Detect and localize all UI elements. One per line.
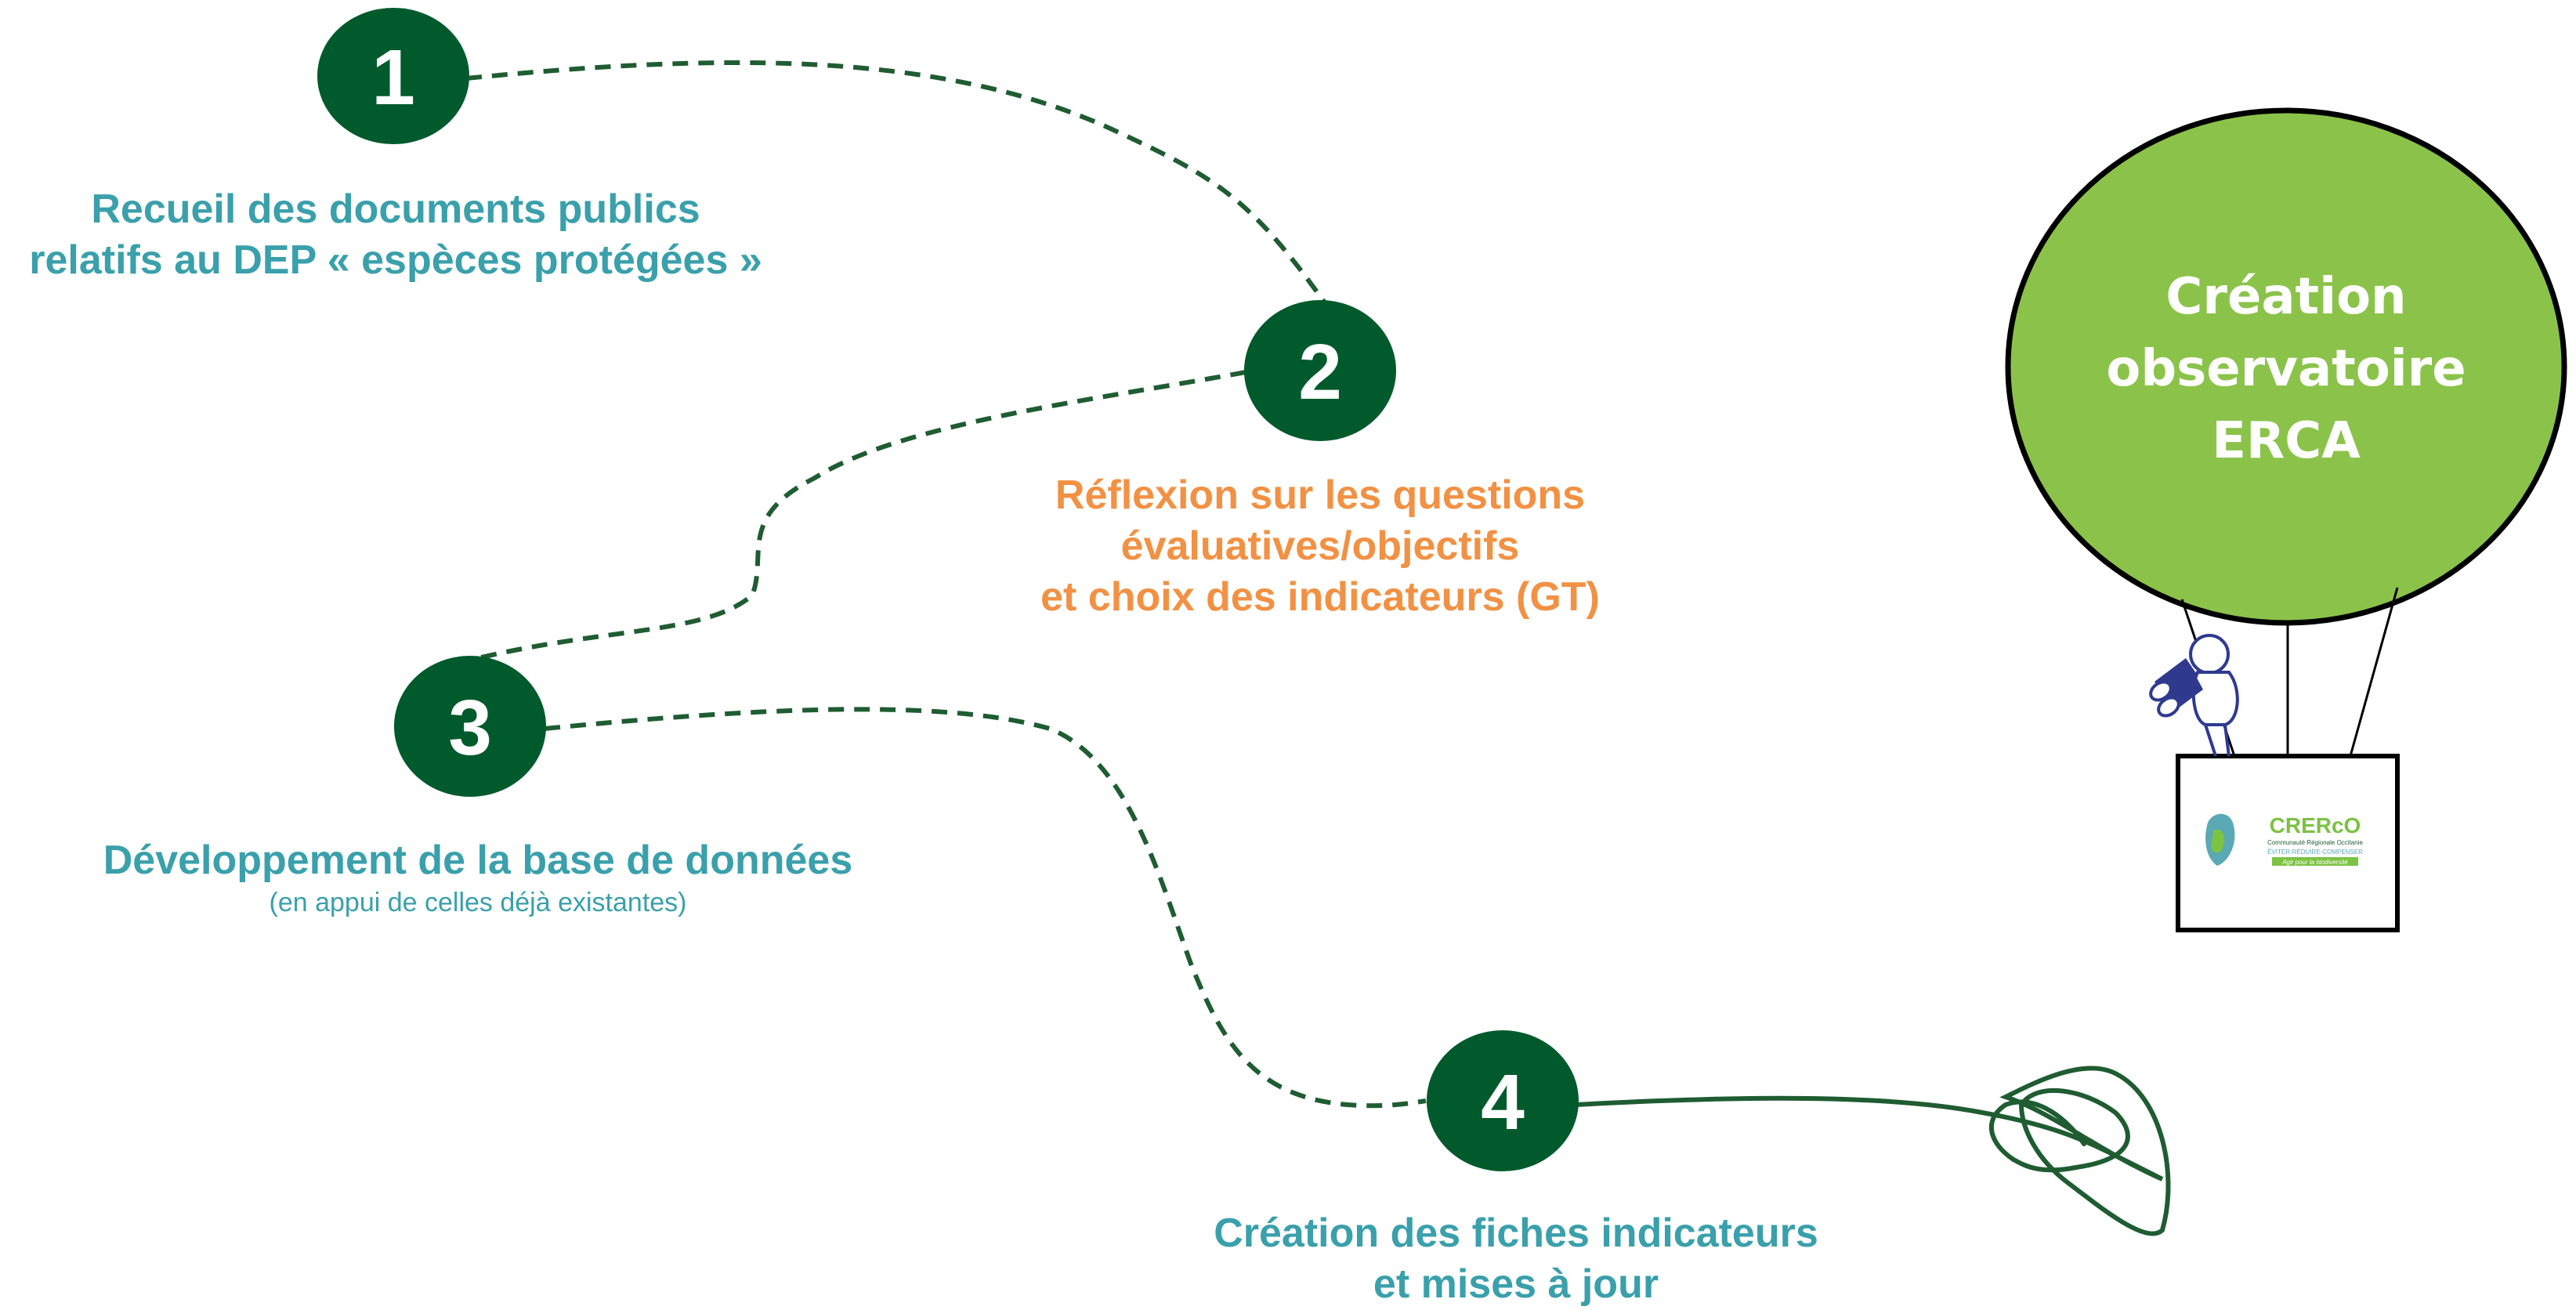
step-4-number: 4 [1481,1058,1525,1146]
step-2-marker: 2 [1244,300,1396,441]
step-2-label: Réflexion sur les questions évaluatives/… [924,470,1716,623]
step-4-label-line-1: Création des fiches indicateurs [1214,1210,1818,1256]
binoculars-icon [2149,658,2203,718]
logo-name: CRERcO [2270,813,2361,838]
observer-figure-icon [2189,634,2239,757]
balloon-string-loop [1989,1099,2086,1162]
balloon-line-3: ERCA [2212,412,2361,470]
balloon-line-1: Création [2165,268,2406,326]
logo-motto: ÉVITER-RÉDUIRE-COMPENSER [2267,849,2363,856]
step-3-marker: 3 [394,656,546,797]
logo-tagline: Communauté Régionale Occitanie [2267,839,2363,846]
step-2-label-line-3: et choix des indicateurs (GT) [1040,574,1600,620]
step-2-label-line-1: Réflexion sur les questions [1055,472,1586,518]
step-1-label-line-2: relatifs au DEP « espèces protégées » [29,237,762,283]
logo-slogan: Agir pour la biodiversité [2281,859,2348,866]
step-4-label: Création des fiches indicateurs et mises… [1120,1208,1912,1310]
balloon-string [1572,1066,2171,1236]
step-3-label-line-1: Développement de la base de données [103,838,853,883]
step-2-label-line-2: évaluatives/objectifs [1120,523,1520,569]
step-1-number: 1 [371,34,415,121]
step-3-subtitle: (en appui de celles déjà existantes) [269,888,687,917]
route-1-2 [465,60,1326,303]
step-4-marker: 4 [1427,1030,1579,1171]
step-4-label-line-2: et mises à jour [1373,1261,1659,1307]
balloon-envelope [2005,107,2567,626]
route-3-4 [544,707,1427,1109]
route-2-3 [477,370,1246,660]
step-1-label: Recueil des documents publics relatifs a… [0,184,791,286]
step-3-label: Développement de la base de données (en … [47,835,909,920]
crerco-logo: CRERcO Communauté Régionale Occitanie ÉV… [2205,813,2363,866]
balloon: Création observatoire ERCA CRERcO Commun… [2005,107,2567,932]
step-3-number: 3 [448,684,492,772]
step-2-number: 2 [1298,328,1342,416]
balloon-rope-right [2349,587,2399,757]
step-1-label-line-1: Recueil des documents publics [91,186,700,232]
balloon-line-2: observatoire [2106,340,2466,398]
step-1-marker: 1 [317,8,469,144]
